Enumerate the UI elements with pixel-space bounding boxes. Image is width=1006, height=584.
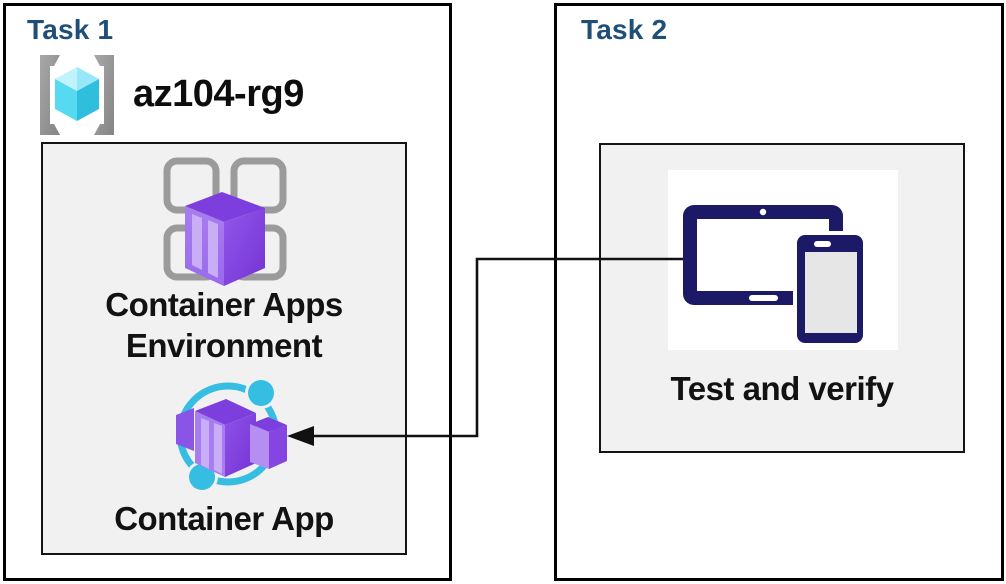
- container-app-label: Container App: [114, 500, 334, 537]
- test-and-verify-label: Test and verify: [670, 370, 894, 407]
- container-app-icon: [164, 377, 294, 491]
- tablet-phone-devices-icon: [668, 170, 898, 350]
- container-apps-environment-label: Container Apps Environment: [105, 286, 343, 364]
- task2-title: Task 2: [581, 14, 668, 45]
- task1-title: Task 1: [27, 14, 114, 45]
- resource-group-name: az104-rg9: [133, 73, 304, 115]
- container-apps-environment-icon: [162, 156, 288, 290]
- resource-group-icon: [32, 55, 122, 135]
